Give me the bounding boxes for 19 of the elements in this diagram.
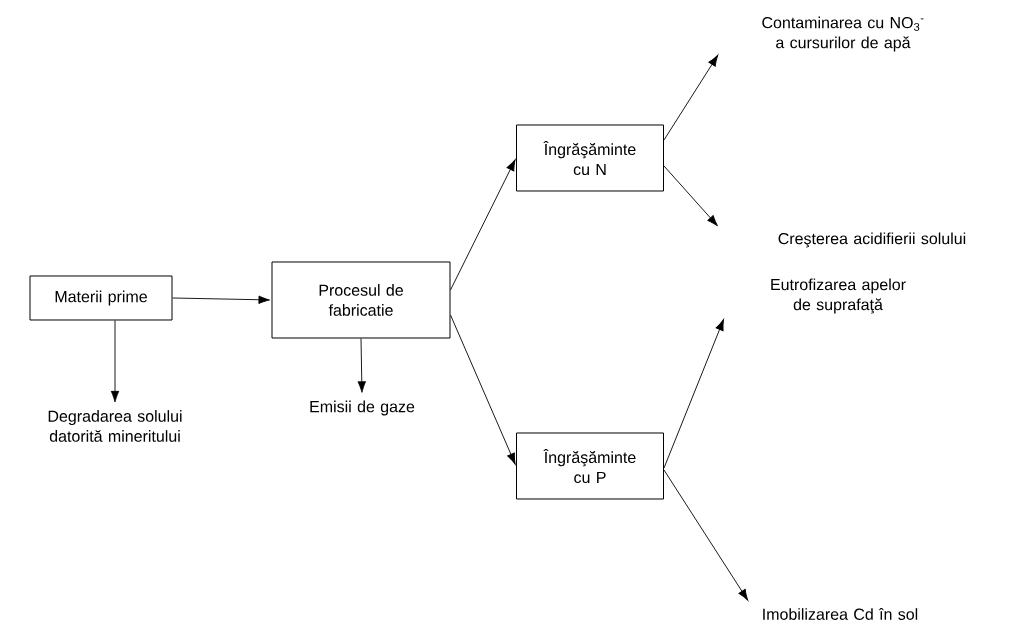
arrow [663, 469, 749, 601]
arrow [172, 295, 270, 304]
arrow [450, 314, 516, 465]
outcome-text: Emisii de gaze [310, 400, 415, 416]
arrow [663, 54, 719, 141]
outcome-text: Creşterea acidifierii solului [778, 232, 966, 248]
outcome-text: Contaminarea cu NO$_{3}$- a cursurilor de apă [762, 16, 924, 52]
outcome-text: Imobilizarea Cd în sol [763, 608, 918, 620]
arrow [357, 338, 366, 393]
process-box: Procesul de fabricatie [271, 261, 451, 339]
arrow [450, 159, 516, 291]
arrow [110, 320, 120, 403]
process-box: Materii prime [29, 275, 173, 321]
process-box: Îngrăşăminte cu N [516, 124, 664, 192]
arrow [663, 319, 724, 469]
outcome-text: Eutrofizarea apelor de suprafaţă [771, 278, 906, 314]
process-box: Îngrăşăminte cu P [516, 432, 664, 500]
outcome-text: Degradarea solului datorită mineritului [48, 410, 182, 442]
arrow [663, 165, 718, 227]
